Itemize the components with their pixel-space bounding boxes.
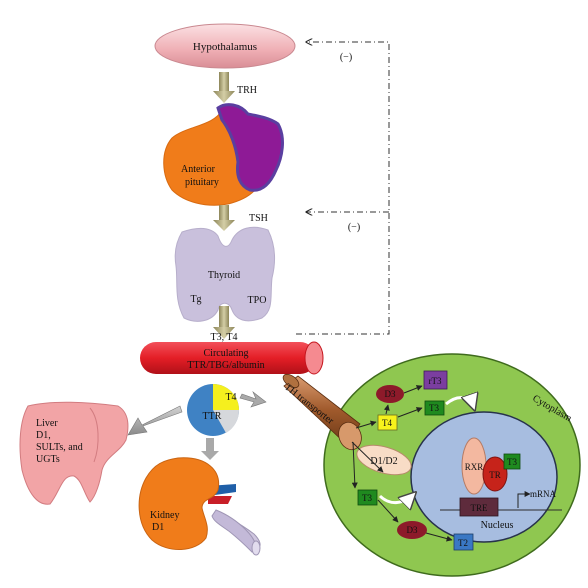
kidney-label-line2: D1: [152, 522, 164, 533]
d1-d2-label: D1/D2: [370, 456, 397, 467]
t3-box-bottom: [357, 489, 378, 506]
mrna-label: mRNA: [530, 489, 557, 499]
tre-element: [459, 497, 499, 517]
pituitary-label-line2: pituitary: [185, 177, 219, 188]
t3-box-receptor: [503, 453, 521, 470]
t2-box: [453, 533, 474, 551]
receptor-complex: RXR TR T3 TRE mRNA: [440, 437, 562, 517]
target-cell: Cytoplasm Nucleus TH transporter D1/D2 T…: [282, 353, 581, 577]
d3-enzyme-top: [376, 385, 404, 403]
d3-top-label: D3: [385, 389, 396, 399]
pie-ttr-label: TTR: [203, 411, 222, 422]
circulating-vessel: Circulating TTR/TBG/albumin: [140, 341, 324, 375]
pituitary-label-line1: Anterior: [181, 164, 216, 175]
tr-receptor: [482, 456, 508, 492]
nuclear-entry-arrows: [378, 398, 474, 503]
binding-protein-pie: T4 TTR: [187, 384, 240, 436]
arrow-to-liver: [127, 405, 183, 436]
rt3-label: rT3: [429, 376, 442, 386]
kidney: Kidney D1: [138, 457, 261, 556]
tre-label: TRE: [471, 503, 489, 513]
anterior-pituitary: Anterior pituitary: [163, 103, 284, 206]
negative-feedback-lines: [296, 42, 390, 335]
rxr-label: RXR: [465, 462, 484, 472]
hypothalamus-label: Hypothalamus: [193, 41, 257, 53]
t4-box-label: T4: [382, 418, 392, 428]
tsh-arrow: [213, 205, 235, 231]
t3-t4-arrow: [213, 306, 235, 339]
thyroid-tpo-label: TPO: [248, 295, 267, 306]
t2-label: T2: [458, 538, 468, 548]
t3-box-top: [424, 400, 445, 416]
d1-d2-enzyme: [356, 444, 412, 476]
arrow-to-transporter: [239, 391, 267, 408]
kidney-label-line1: Kidney: [150, 510, 179, 521]
feedback-label-upper: (−): [340, 52, 352, 63]
tsh-label: TSH: [249, 213, 268, 224]
t3-bottom-label: T3: [362, 493, 372, 503]
liver-label-line2: D1,: [36, 430, 51, 441]
liver-label-line4: UGTs: [36, 454, 60, 465]
t3-t4-label: T3, T4: [210, 332, 237, 343]
thyroid-label: Thyroid: [208, 270, 240, 281]
rt3-box: [423, 370, 448, 390]
feedback-label-lower: (−): [348, 222, 360, 233]
circulating-label-line2: TTR/TBG/albumin: [187, 360, 264, 371]
thyroid-gland: Thyroid Tg TPO: [174, 226, 276, 322]
trh-label: TRH: [237, 85, 257, 96]
arrow-to-kidney: [201, 438, 219, 460]
t4-box: [377, 414, 398, 431]
d3-bottom-label: D3: [407, 525, 418, 535]
tr-label: TR: [489, 470, 501, 480]
t3-top-label: T3: [429, 403, 439, 413]
hypothalamus: Hypothalamus: [154, 23, 296, 69]
t3-receptor-label: T3: [507, 457, 517, 467]
liver-label-line1: Liver: [36, 418, 58, 429]
intracellular-arrows: [351, 385, 453, 542]
nucleus-label: Nucleus: [481, 520, 514, 531]
distribution-arrows: [127, 391, 267, 460]
pie-t4-label: T4: [225, 392, 236, 403]
liver: Liver D1, SULTs, and UGTs: [19, 401, 129, 505]
d3-enzyme-bottom: [397, 521, 427, 539]
trh-arrow: [213, 72, 235, 103]
circulating-label-line1: Circulating: [204, 348, 249, 359]
liver-label-line3: SULTs, and: [36, 442, 83, 453]
thyroid-tg-label: Tg: [190, 294, 201, 305]
